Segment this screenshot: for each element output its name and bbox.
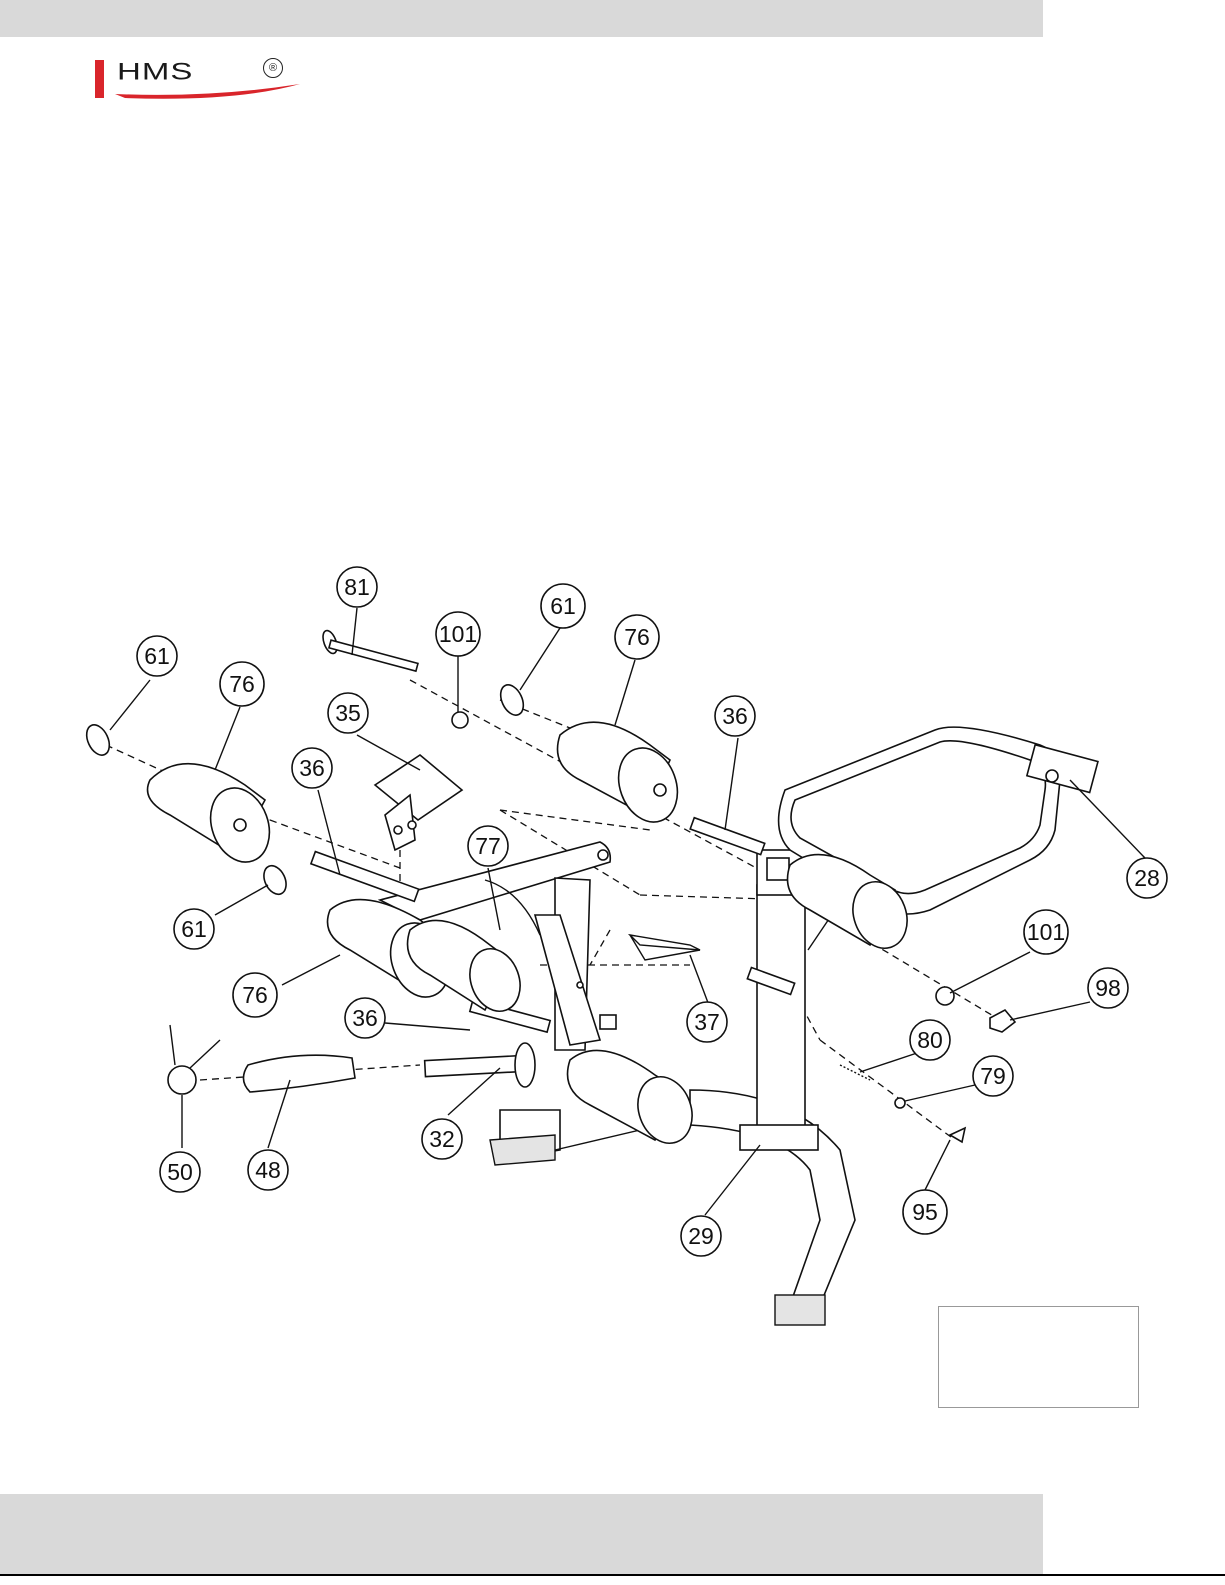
svg-text:37: 37 <box>694 1009 720 1035</box>
footer-band <box>0 1494 1043 1574</box>
callout-101-top: 101 <box>436 612 480 656</box>
callout-50: 50 <box>160 1152 200 1192</box>
svg-text:61: 61 <box>144 643 170 669</box>
callout-36-left: 36 <box>292 748 332 788</box>
u-pin <box>630 935 700 960</box>
callout-81: 81 <box>337 567 377 607</box>
roller-right-top <box>558 722 688 830</box>
callout-28: 28 <box>1127 858 1167 898</box>
callout-76-top-left: 76 <box>220 662 264 706</box>
roller-left-top <box>148 764 280 871</box>
svg-text:81: 81 <box>344 574 370 600</box>
callout-76-top-right: 76 <box>615 615 659 659</box>
callout-32: 32 <box>422 1119 462 1159</box>
bolt <box>320 629 418 671</box>
callout-79: 79 <box>973 1056 1013 1096</box>
callout-95: 95 <box>903 1190 947 1234</box>
svg-text:98: 98 <box>1095 975 1121 1001</box>
roller-front-mid <box>408 920 529 1018</box>
footer-rule <box>0 1574 1225 1576</box>
empty-note-box <box>938 1306 1139 1408</box>
callout-29: 29 <box>681 1216 721 1256</box>
svg-text:32: 32 <box>429 1126 455 1152</box>
callout-77: 77 <box>468 826 508 866</box>
svg-text:101: 101 <box>439 621 477 647</box>
svg-text:95: 95 <box>912 1199 938 1225</box>
callout-76-left: 76 <box>233 973 277 1017</box>
svg-text:36: 36 <box>352 1005 378 1031</box>
callout-36-right: 36 <box>715 696 755 736</box>
svg-text:77: 77 <box>475 833 501 859</box>
callout-98: 98 <box>1088 968 1128 1008</box>
svg-text:35: 35 <box>335 700 361 726</box>
svg-text:48: 48 <box>255 1157 281 1183</box>
svg-text:36: 36 <box>299 755 325 781</box>
svg-text:29: 29 <box>688 1223 714 1249</box>
svg-text:28: 28 <box>1134 865 1160 891</box>
callout-48: 48 <box>248 1150 288 1190</box>
callout-61-top-right: 61 <box>541 584 585 628</box>
svg-text:101: 101 <box>1027 919 1065 945</box>
svg-text:79: 79 <box>980 1063 1006 1089</box>
callout-61-top-left: 61 <box>137 636 177 676</box>
svg-text:50: 50 <box>167 1159 193 1185</box>
callout-36-bottom: 36 <box>345 998 385 1038</box>
svg-text:76: 76 <box>229 671 255 697</box>
svg-text:76: 76 <box>624 624 650 650</box>
callout-80: 80 <box>910 1020 950 1060</box>
roller-base-front <box>568 1050 702 1150</box>
svg-text:61: 61 <box>550 593 576 619</box>
svg-text:80: 80 <box>917 1027 943 1053</box>
callout-37: 37 <box>687 1002 727 1042</box>
svg-text:61: 61 <box>181 916 207 942</box>
callout-61-left: 61 <box>174 909 214 949</box>
callout-labels: 81 101 61 76 61 76 35 36 36 77 61 76 28 … <box>137 567 1167 1256</box>
callout-101-right: 101 <box>1024 910 1068 954</box>
svg-text:76: 76 <box>242 982 268 1008</box>
callout-35: 35 <box>328 693 368 733</box>
svg-text:36: 36 <box>722 703 748 729</box>
